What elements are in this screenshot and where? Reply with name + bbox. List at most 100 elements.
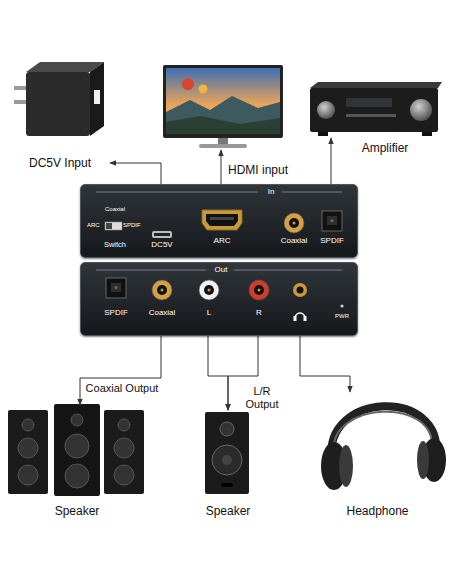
tweeter <box>118 419 130 431</box>
node-label: Out <box>199 266 243 275</box>
woofer <box>18 438 38 458</box>
bookshelf-speaker <box>205 412 249 494</box>
headphone-jack <box>293 283 307 297</box>
hdmi-shape <box>193 206 251 254</box>
jack-hole <box>157 285 167 295</box>
headband-inner <box>334 412 432 452</box>
tower-speaker <box>8 410 48 494</box>
panel-rule <box>96 270 206 271</box>
speaker-box: Speaker <box>198 410 258 520</box>
amp-buttons <box>346 114 396 117</box>
power-port: DC5V <box>144 229 180 253</box>
coax-shape <box>193 273 225 325</box>
node-label: Coaxial <box>275 237 313 246</box>
headphone-illustration <box>321 406 446 490</box>
hdmi-port: ARC <box>193 206 251 254</box>
usb-shell <box>152 231 172 238</box>
speaker-group-illustration <box>8 404 144 496</box>
jack-hole <box>254 285 264 295</box>
jack-pin <box>293 222 296 225</box>
tv-neck <box>218 138 228 144</box>
node-sublabel: ARC <box>87 222 105 229</box>
node-label: R <box>243 309 275 318</box>
node-label: Speaker <box>2 505 152 518</box>
tv-bezel <box>163 65 283 138</box>
usb-slot <box>94 90 100 104</box>
panel-rule <box>234 270 342 271</box>
optical-socket <box>106 278 126 298</box>
optical-socket <box>322 211 342 231</box>
valley <box>166 116 280 134</box>
jack-ring <box>199 280 219 300</box>
node-label: DC5V Input <box>10 157 110 170</box>
balloon <box>199 85 208 94</box>
hdmi-pins <box>210 217 234 220</box>
coaxial-port: Coaxial <box>275 206 313 254</box>
node-sublabel: Switch <box>87 241 143 249</box>
headphone-icon <box>304 316 307 321</box>
switch-slot <box>105 222 122 230</box>
tower-speaker <box>54 404 100 496</box>
node-sublabel: SPDIF <box>123 222 145 229</box>
charger-front <box>26 72 90 136</box>
optical-lens <box>114 286 117 289</box>
woofer <box>65 464 89 488</box>
node-label: SPDIF <box>97 309 135 318</box>
speaker-box: Speaker <box>2 405 152 520</box>
headphone-icon <box>294 316 297 321</box>
tweeter <box>71 414 83 426</box>
jack-ring <box>152 280 172 300</box>
optical-port: SPDIF <box>313 206 351 254</box>
mode-switch: CoaxialARCSPDIFSwitch <box>87 205 143 253</box>
node-label: Speaker <box>198 505 258 518</box>
woofer <box>212 445 242 475</box>
amplifier-illustration <box>310 82 442 136</box>
tweeter <box>22 419 34 431</box>
balloon <box>182 78 194 90</box>
tower-speaker <box>104 410 144 494</box>
node-label: In <box>251 188 291 197</box>
coax-shape <box>275 206 313 254</box>
node-label: Headphone <box>310 505 445 518</box>
node-label: Coaxial <box>143 309 181 318</box>
usb-slot <box>154 233 170 236</box>
amp-body <box>310 88 438 132</box>
optical-shutter <box>327 216 337 225</box>
woofer <box>114 465 134 485</box>
tweeter <box>220 422 234 436</box>
signal-arrow <box>208 325 228 410</box>
plug-prong <box>14 100 27 104</box>
ear-pad <box>417 441 429 479</box>
charger-side <box>90 62 104 136</box>
panel-rule <box>282 192 342 193</box>
jack-hole <box>204 285 214 295</box>
headphone-box: Headphone <box>310 392 445 520</box>
node-label: ARC <box>193 237 251 246</box>
node-label: Amplifier <box>345 142 425 155</box>
optical-port: SPDIF <box>97 273 135 325</box>
coax-shape <box>243 273 275 325</box>
rca-port: L <box>193 273 225 325</box>
plug-prong <box>14 86 27 90</box>
optical-shutter <box>111 283 121 292</box>
jack-pin <box>208 289 211 292</box>
switch-knob <box>106 223 112 229</box>
tv-screen <box>166 68 280 134</box>
tv-box: HDMI input <box>160 62 290 150</box>
signal-arrow <box>80 325 161 405</box>
amp-foot <box>318 132 328 136</box>
bass-port <box>221 483 233 487</box>
amp-knob <box>317 101 335 119</box>
jack-pin <box>258 289 261 292</box>
jack-ring <box>249 280 269 300</box>
woofer <box>65 434 89 458</box>
hdmi-shell <box>202 210 242 230</box>
hdmi-socket <box>202 210 242 230</box>
input-panel: InCoaxialARCSPDIFSwitchDC5VARCCoaxialSPD… <box>80 184 358 258</box>
amp-display <box>346 98 392 107</box>
node-label: L <box>193 309 225 318</box>
jack-ring <box>284 213 304 233</box>
panel-rule <box>96 192 258 193</box>
woofer <box>18 465 38 485</box>
